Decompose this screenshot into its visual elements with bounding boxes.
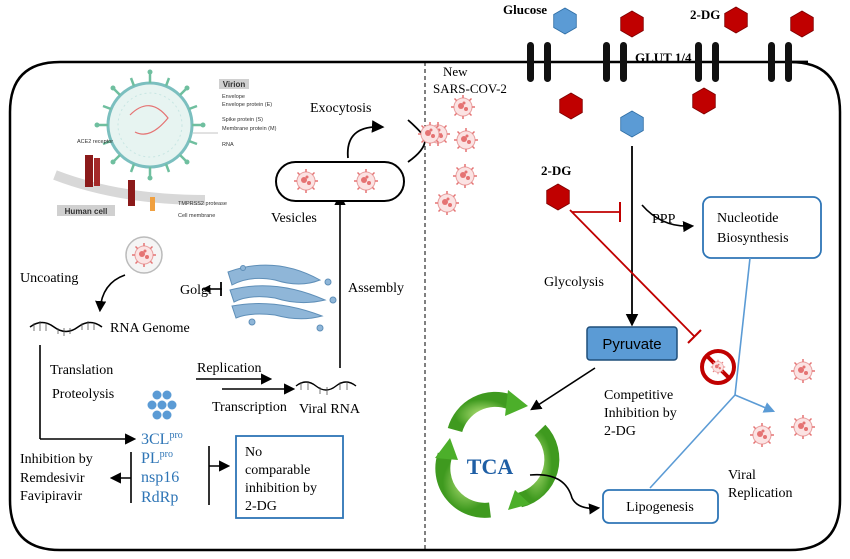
translation-label: Translation bbox=[50, 363, 113, 378]
no-inhibition-label-1: No bbox=[245, 445, 262, 460]
glycolysis-label: Glycolysis bbox=[544, 275, 604, 290]
two-dg-icon bbox=[620, 10, 644, 38]
pyruvate-box bbox=[586, 326, 678, 361]
uncoating-arrow bbox=[95, 274, 126, 313]
virion-title-bg bbox=[219, 79, 249, 89]
replication-label: Replication bbox=[197, 361, 262, 376]
virion-illustration bbox=[53, 69, 218, 211]
protein-nsp16: nsp16 bbox=[141, 469, 179, 486]
exocytosis-label: Exocytosis bbox=[310, 101, 371, 116]
viral-replication-label-1: Viral bbox=[728, 468, 756, 483]
vesicle-virus-icon bbox=[293, 168, 319, 194]
new-virus-label-2: SARS-COV-2 bbox=[433, 81, 507, 96]
transcription-label: Transcription bbox=[212, 400, 287, 415]
two-dg-top-label: 2-DG bbox=[690, 7, 720, 22]
protein-3clpro: 3CLpro bbox=[141, 430, 183, 448]
protein-cluster-icon bbox=[147, 390, 177, 420]
glut-transporters bbox=[527, 42, 792, 82]
assembly-label: Assembly bbox=[348, 281, 404, 296]
ppp-arrow bbox=[641, 204, 695, 233]
vesicle-virus-icon bbox=[353, 168, 379, 194]
glucose-icon bbox=[553, 7, 577, 35]
lipogenesis-to-replication-line bbox=[649, 394, 736, 489]
no-inhibition-box bbox=[235, 435, 344, 519]
inhibition-label-3: Favipiravir bbox=[20, 489, 83, 504]
protein-list: 3CLpro PLpro nsp16 RdRp bbox=[141, 430, 183, 506]
svg-text:Envelope protein (E): Envelope protein (E) bbox=[222, 102, 272, 108]
viral-rna-icon bbox=[295, 381, 357, 395]
svg-text:Membrane protein (M): Membrane protein (M) bbox=[222, 126, 277, 132]
rna-genome-icon bbox=[29, 321, 103, 336]
viral-rna-label: Viral RNA bbox=[299, 402, 361, 417]
golgi-label: Golgi bbox=[180, 283, 212, 298]
exocytosis-arrow bbox=[346, 120, 385, 159]
competitive-label-3: 2-DG bbox=[604, 424, 636, 439]
rna-genome-label: RNA Genome bbox=[110, 321, 190, 336]
glucose-icon bbox=[620, 110, 644, 138]
tca-cycle-icon bbox=[435, 390, 560, 518]
no-inhibition-label-3: inhibition by bbox=[245, 481, 317, 496]
lipogenesis-box bbox=[602, 489, 719, 524]
two-dg-icon bbox=[724, 6, 748, 34]
uncoating-virus-icon bbox=[131, 242, 157, 268]
pyruvate-to-tca-arrow bbox=[530, 367, 596, 411]
golgi-icon bbox=[227, 264, 337, 332]
tca-label: TCA bbox=[467, 454, 514, 479]
no-inhibition-label-2: comparable bbox=[245, 463, 310, 478]
two-dg-icon bbox=[546, 183, 570, 211]
competitive-label-1: Competitive bbox=[604, 388, 673, 403]
nucleotide-label-1: Nucleotide bbox=[717, 211, 778, 226]
pyruvate-label: Pyruvate bbox=[602, 336, 661, 353]
svg-text:RNA: RNA bbox=[222, 142, 234, 148]
two-dg-left-label: 2-DG bbox=[541, 163, 571, 178]
tca-to-lipogenesis-arrow bbox=[529, 473, 601, 515]
human-cell-bg bbox=[57, 205, 115, 216]
glucose-label: Glucose bbox=[503, 2, 547, 17]
nucleotide-to-replication-line bbox=[734, 257, 751, 396]
glut-label: GLUT 1/4 bbox=[635, 50, 692, 65]
new-virus-label-1: New bbox=[443, 64, 468, 79]
inhibition-label-1: Inhibition by bbox=[20, 452, 93, 467]
cell-membrane-label: Cell membrane bbox=[178, 213, 215, 219]
cell-membrane bbox=[8, 60, 842, 552]
replication-arrow bbox=[734, 394, 776, 413]
svg-text:Envelope: Envelope bbox=[222, 94, 245, 100]
no-inhibition-label-4: 2-DG bbox=[245, 499, 277, 514]
tmprss2-label: TMPRSS2 protease bbox=[178, 201, 227, 207]
ace2-label: ACE2 receptor bbox=[77, 139, 113, 145]
proteolysis-label: Proteolysis bbox=[52, 387, 114, 402]
viral-replication-label-2: Replication bbox=[728, 486, 793, 501]
human-cell-label: Human cell bbox=[65, 207, 108, 216]
exocytosis-virus-particles bbox=[417, 121, 443, 147]
two-dg-icon bbox=[559, 92, 583, 120]
uncoating-label: Uncoating bbox=[20, 271, 78, 286]
lipogenesis-label: Lipogenesis bbox=[626, 500, 694, 515]
inhibit-replication-bar bbox=[687, 329, 702, 344]
nucleotide-label-2: Biosynthesis bbox=[717, 231, 789, 246]
nucleotide-box bbox=[702, 196, 822, 259]
two-dg-icon bbox=[790, 10, 814, 38]
no-entry-icon bbox=[700, 349, 736, 385]
svg-text:Spike protein (S): Spike protein (S) bbox=[222, 117, 263, 123]
protein-plpro: PLpro bbox=[141, 449, 173, 467]
two-dg-icon bbox=[692, 87, 716, 115]
ppp-label: PPP bbox=[652, 212, 676, 227]
golgi-arrow-head bbox=[202, 285, 210, 293]
competitive-label-2: Inhibition by bbox=[604, 406, 677, 421]
virion-title: Virion bbox=[223, 80, 246, 89]
virion-legend: Envelope Envelope protein (E) Spike prot… bbox=[222, 94, 277, 148]
inhibit-replication-line bbox=[569, 209, 695, 337]
protein-rdrp: RdRp bbox=[141, 489, 178, 506]
inhibition-label-2: Remdesivir bbox=[20, 471, 85, 486]
vesicles-label: Vesicles bbox=[271, 211, 317, 226]
